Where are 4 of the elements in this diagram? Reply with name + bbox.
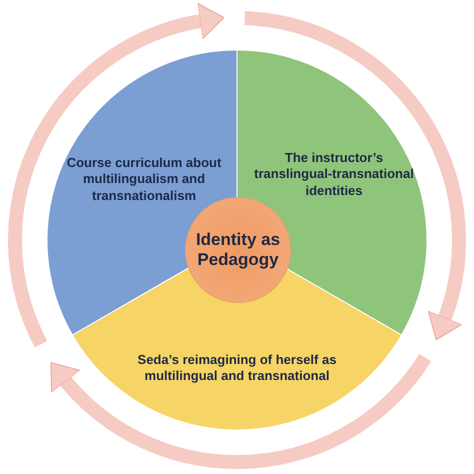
sector-label: Seda’s reimagining of herself as multilingual and transnational	[136, 352, 338, 384]
sector-label: The instructor’s translingual-transnational identities	[253, 150, 415, 199]
sector-label: Course curriculum about multilingualism and transnationalism	[66, 155, 222, 204]
center-label: Identity as Pedagogy	[194, 230, 282, 270]
